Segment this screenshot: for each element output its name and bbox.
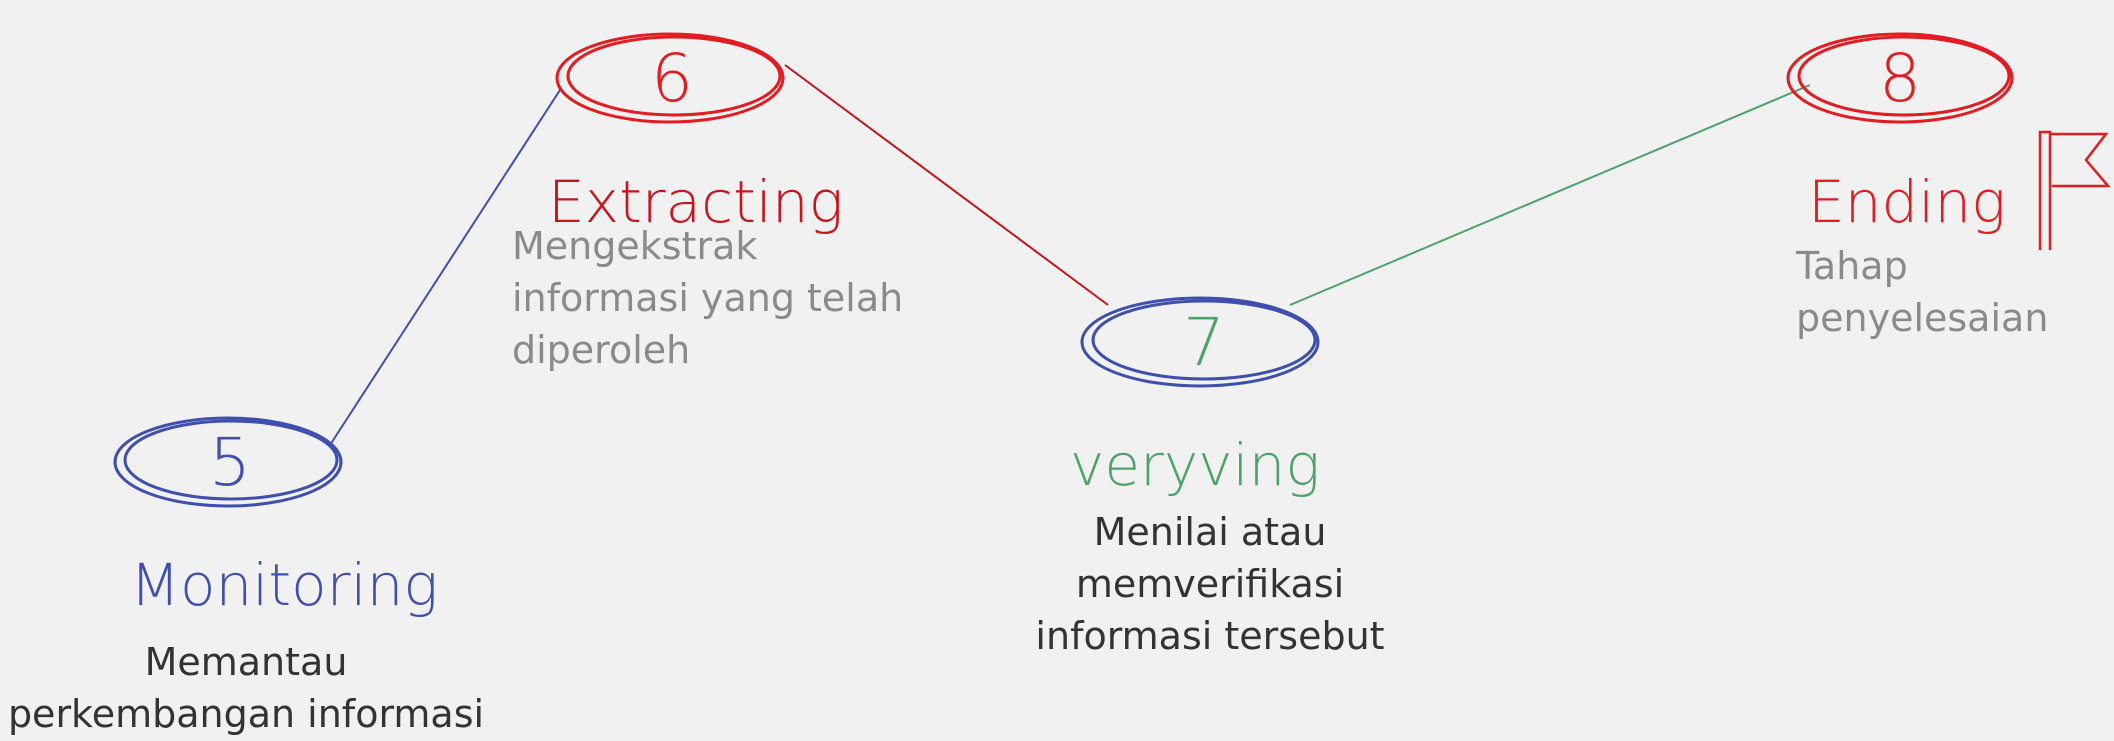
step-8-node: 8 xyxy=(1786,32,2014,124)
connector-5-6 xyxy=(329,89,561,446)
step-8-number: 8 xyxy=(1879,40,1921,117)
step-6-node: 6 xyxy=(555,32,785,124)
step-6-number: 6 xyxy=(651,40,693,117)
connector-7-8 xyxy=(1289,84,1811,306)
step-7-node: 7 xyxy=(1080,296,1320,388)
step-7-description: Menilai atau memverifikasi informasi ter… xyxy=(1035,510,1385,658)
step-8-description: Tahap penyelesaian xyxy=(1796,244,2049,340)
step-6-title: Extracting xyxy=(548,168,843,236)
connector-6-7 xyxy=(784,64,1109,306)
step-7-number: 7 xyxy=(1183,304,1225,381)
step-6-description: Mengekstrak informasi yang telah diperol… xyxy=(512,224,904,372)
step-5-description: Memantau perkembangan informasi xyxy=(7,640,485,736)
step-8-title: Ending xyxy=(1808,168,2006,236)
step-7-title: veryving xyxy=(1070,431,1320,499)
step-5-node: 5 xyxy=(113,416,343,508)
step-5-number: 5 xyxy=(209,424,251,501)
step-5-title: Monitoring xyxy=(130,551,438,619)
flag-icon xyxy=(2038,130,2111,250)
